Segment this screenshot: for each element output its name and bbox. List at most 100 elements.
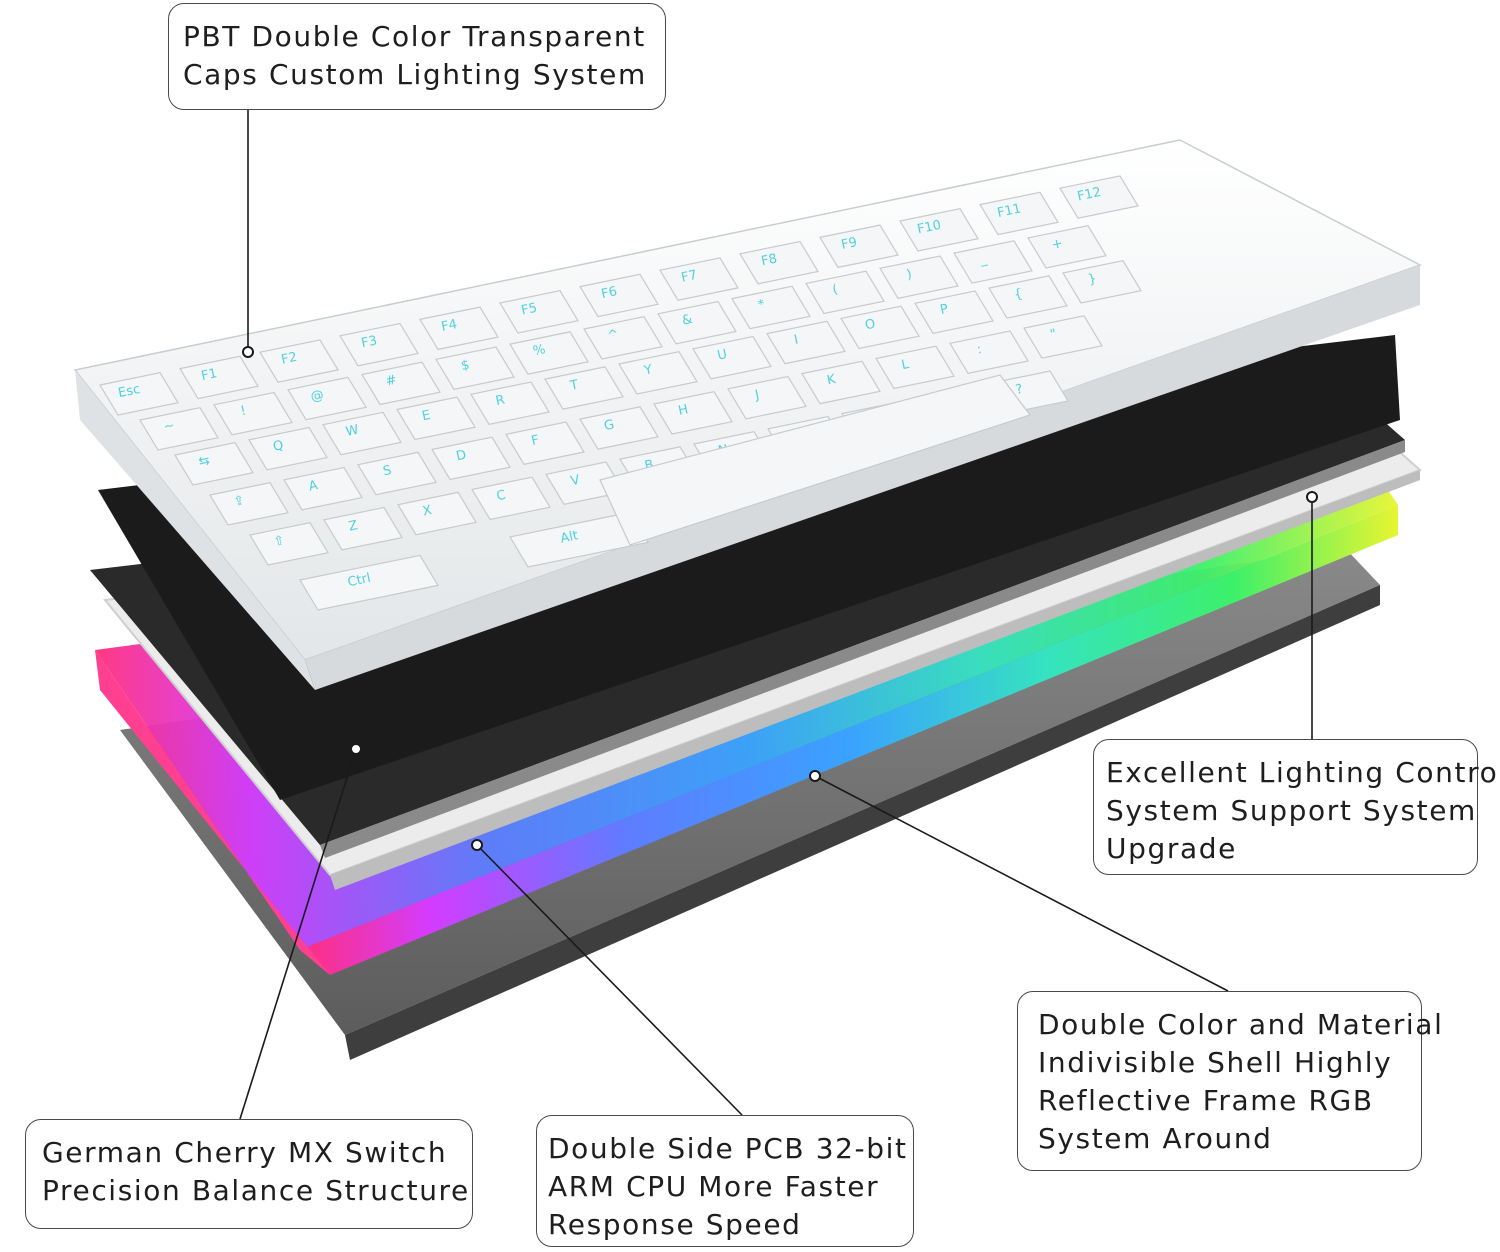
keycaps: EscF1F2F3F4F5F6F7F8F9F10F11F12~!@#$%^&*(…: [99, 175, 1142, 611]
keycap-4-2: X: [397, 491, 477, 536]
callout-shell-line-3: Reflective Frame RGB: [1038, 1084, 1374, 1117]
keycap-legend: F11: [996, 201, 1023, 221]
keycap-legend: O: [864, 317, 877, 334]
keycap-3-6: H: [653, 391, 733, 435]
keycap-legend: (: [831, 282, 839, 298]
leader-dots: [242, 346, 1318, 851]
callout-pbt-line-1: PBT Double Color Transparent: [183, 20, 646, 53]
keycap-legend: F3: [360, 333, 379, 351]
keycap-0-6: F6: [579, 273, 659, 318]
keycap-legend: D: [455, 448, 468, 465]
keycap-1-3: #: [361, 361, 441, 406]
keycap-legend: F10: [916, 218, 943, 238]
keycap-legend: U: [716, 347, 728, 364]
keycap-0-12: F12: [1059, 175, 1139, 219]
keycap-3-9: L: [875, 345, 955, 390]
keycap-3-7: J: [727, 375, 807, 420]
keycap-legend: Ctrl: [346, 571, 372, 590]
callout-pcb: Double Side PCB 32-bit ARM CPU More Fast…: [536, 1115, 914, 1247]
keycap-2-7: U: [692, 335, 772, 380]
keycap-1-0: ~: [139, 407, 219, 451]
keycap-2-11: {: [988, 275, 1068, 319]
callout-cherry-line-2: Precision Balance Structure: [42, 1174, 470, 1207]
keycap-legend: Y: [642, 362, 654, 379]
keycap-1-4: $: [435, 346, 515, 390]
keycap-legend: !: [239, 404, 247, 420]
callout-pcb-line-1: Double Side PCB 32-bit: [548, 1132, 908, 1165]
callout-lighting-line-3: Upgrade: [1106, 832, 1237, 865]
keycap-legend: F8: [760, 251, 779, 269]
keycap-0-11: F11: [979, 191, 1059, 236]
keycap-0-4: F4: [419, 306, 499, 351]
callout-lighting-line-1: Excellent Lighting Control: [1106, 756, 1500, 789]
keycap-2-10: P: [914, 290, 994, 334]
keycap-3-4: F: [505, 421, 585, 465]
keycap-legend: T: [568, 378, 580, 395]
keycap-1-9: (: [805, 270, 885, 315]
keycap-legend: $: [460, 358, 471, 374]
leader-pcb: [476, 844, 743, 1116]
keycap-legend: Z: [347, 518, 359, 535]
keycap-1-1: !: [213, 391, 293, 436]
keycap-0-0: Esc: [99, 372, 179, 416]
callout-cherry-switch: German Cherry MX Switch Precision Balanc…: [25, 1119, 473, 1229]
keycap-legend: I: [793, 332, 800, 347]
keycap-legend: ⇪: [232, 493, 246, 510]
keycap-legend: F: [530, 433, 540, 449]
keycap-legend: R: [494, 393, 506, 410]
keycap-legend: J: [753, 388, 761, 404]
keycap-legend: Esc: [117, 382, 142, 401]
keycap-legend: F6: [600, 284, 619, 302]
keycap-3-3: D: [431, 436, 511, 481]
keycap-0-3: F3: [339, 322, 419, 367]
keycap-0-8: F8: [739, 240, 819, 285]
keycap-legend: _: [978, 252, 989, 268]
keycap-1-2: @: [287, 376, 367, 421]
keycap-legend: +: [1050, 236, 1064, 253]
keycap-legend: W: [344, 423, 360, 440]
keycap-1-5: %: [509, 331, 589, 375]
keycap-4-0: ⇧: [249, 522, 329, 566]
keycap-0-1: F1: [179, 355, 259, 400]
keycap-legend: P: [939, 302, 950, 318]
keycap-0-7: F7: [659, 257, 739, 301]
keycap-1-6: ^: [583, 316, 663, 360]
keycap-legend: Alt: [559, 528, 579, 546]
keycap-3-5: G: [579, 406, 659, 450]
keycap-legend: G: [603, 417, 616, 434]
keycap-1-12: +: [1027, 224, 1107, 269]
keycap-0-10: F10: [899, 208, 979, 252]
keycap-legend: K: [826, 372, 838, 389]
leader-shell: [814, 775, 1229, 992]
keycap-legend: ": [1049, 327, 1058, 343]
keycap-2-2: W: [322, 411, 402, 456]
keycap-5-0: Ctrl: [299, 554, 439, 611]
keycap-legend: Q: [272, 438, 285, 455]
callout-pcb-line-2: ARM CPU More Faster: [548, 1170, 880, 1203]
keycap-legend: X: [421, 503, 433, 520]
keycap-3-10: :: [949, 330, 1029, 374]
keycap-1-11: _: [953, 240, 1033, 284]
keycap-1-8: *: [731, 285, 811, 330]
keycap-legend: S: [382, 463, 393, 479]
callout-cherry-line-1: German Cherry MX Switch: [42, 1136, 448, 1169]
keycap-3-8: K: [801, 360, 881, 405]
keycap-2-6: Y: [618, 351, 698, 395]
keycap-legend: ): [905, 267, 913, 283]
keycap-legend: *: [757, 297, 767, 313]
keycap-legend: ⇧: [272, 533, 286, 550]
keycap-legend: C: [495, 488, 507, 505]
keycap-legend: B: [643, 457, 655, 474]
keycap-legend: F12: [1076, 185, 1103, 205]
callout-shell-line-2: Indivisible Shell Highly: [1038, 1046, 1393, 1079]
keycap-legend: %: [532, 342, 547, 359]
keycap-legend: V: [569, 473, 581, 490]
leader-cherry: [239, 748, 357, 1120]
keycap-3-11: ": [1023, 315, 1103, 359]
keycap-2-9: O: [840, 305, 920, 350]
keycap-legend: @: [309, 388, 325, 405]
keycap-1-7: &: [657, 300, 737, 345]
keycap-legend: E: [421, 408, 432, 424]
keycap-0-9: F9: [819, 224, 899, 269]
